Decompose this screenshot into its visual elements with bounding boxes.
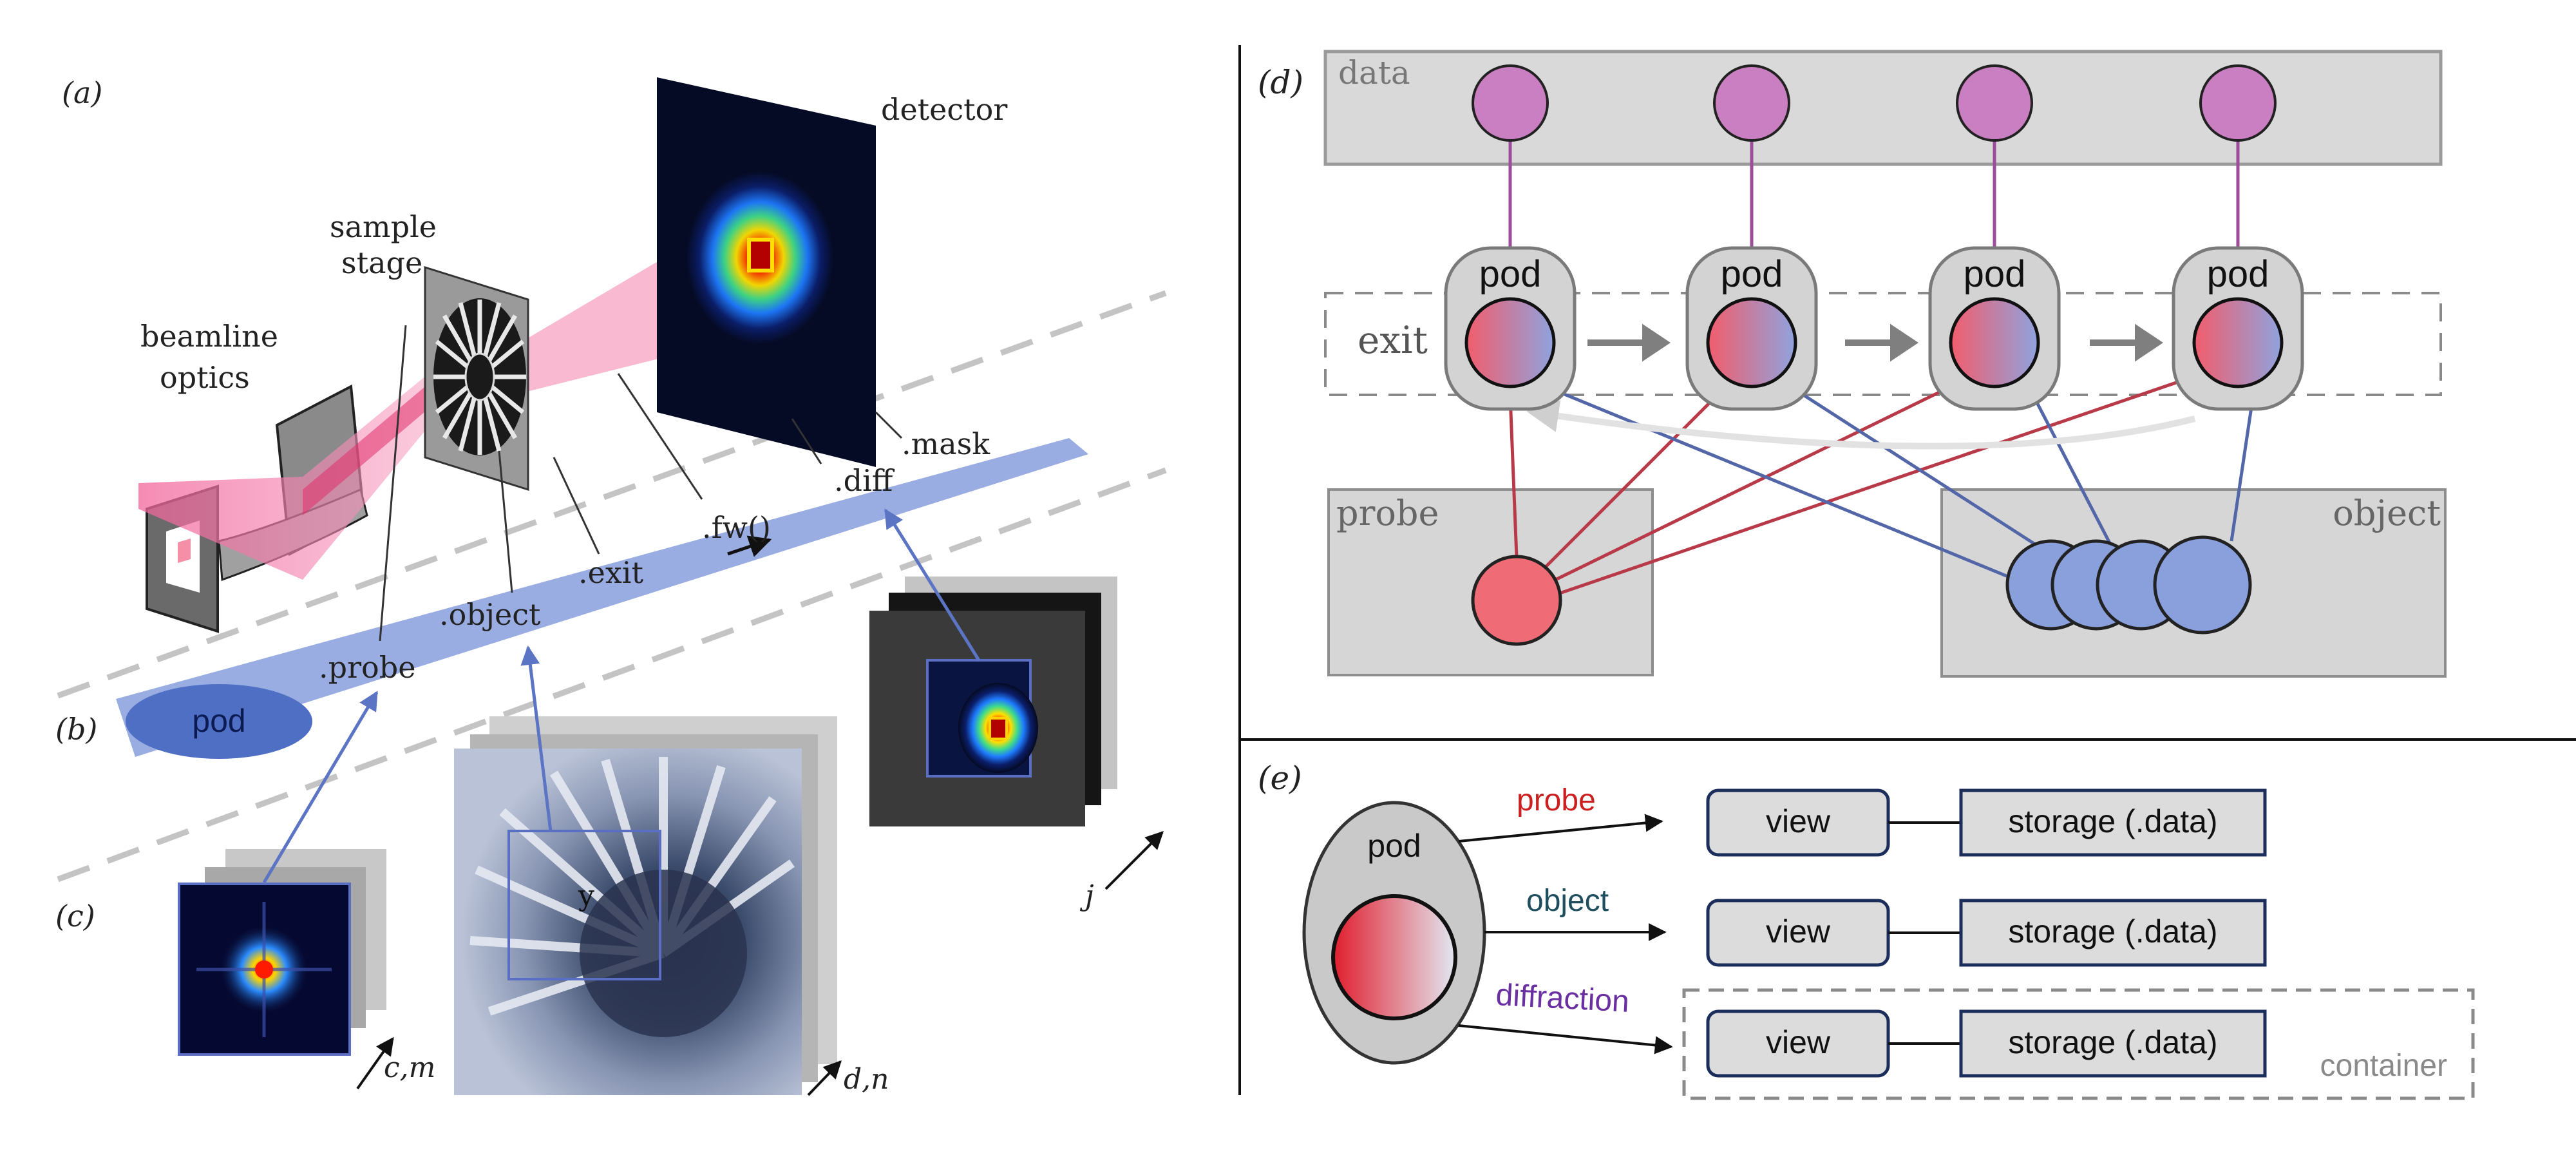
svg-text:pod: pod [1721, 253, 1783, 295]
pod-band [116, 438, 1088, 757]
data-node-2 [1713, 64, 1790, 142]
row-diffraction: view storage (.data) [1706, 1009, 2267, 1078]
diff-stack-label: j [1079, 879, 1094, 912]
panel-b-label: (b) [55, 712, 97, 747]
pod-e-label: pod [1367, 828, 1421, 864]
probe-stack-label: c,m [384, 1051, 435, 1084]
probe-stack [178, 849, 386, 1056]
svg-text:view: view [1766, 913, 1831, 950]
container-label: container [2320, 1049, 2447, 1083]
row-object: view storage (.data) [1706, 899, 2267, 967]
arrow-label-probe: probe [1517, 783, 1596, 817]
panel-d: (d) data exit probe object [1258, 50, 2447, 678]
pod-label-b: pod [192, 703, 245, 739]
attr-exit: .exit [578, 555, 643, 590]
diffraction-stack [869, 577, 1117, 826]
panel-c-label: (c) [55, 899, 95, 933]
attr-object: .object [439, 597, 541, 632]
svg-text:pod: pod [1964, 253, 2026, 295]
sample-label-2: stage [341, 245, 422, 280]
panel-abc: (a) (b) (c) beamline optics [55, 75, 1167, 1096]
pod-d-1: pod [1444, 246, 1577, 411]
svg-text:pod: pod [2207, 253, 2269, 295]
beam-incoming [138, 361, 451, 580]
pod-e-circle [1331, 894, 1457, 1020]
separator-b-c [57, 467, 1167, 883]
object-stack [454, 716, 837, 1095]
panel-e: (e) pod probe object diffraction contain… [1258, 759, 2475, 1100]
pod-d-4: pod [2172, 246, 2304, 411]
panel-d-label: (d) [1258, 64, 1303, 101]
data-node-1 [1472, 64, 1549, 142]
svg-text:storage (.data): storage (.data) [2008, 1024, 2217, 1060]
probe-box-label: probe [1336, 493, 1439, 533]
attr-fw: .fw() [702, 510, 771, 545]
beam-core [303, 370, 451, 515]
object-y-label: y [578, 879, 594, 912]
svg-text:pod: pod [1479, 253, 1542, 295]
detector-label: detector [881, 92, 1007, 127]
pod-d-2: pod [1685, 246, 1818, 411]
attr-mask: .mask [902, 426, 990, 461]
attr-probe: .probe [319, 650, 415, 685]
exit-box [1324, 292, 2442, 396]
svg-text:storage (.data): storage (.data) [2008, 803, 2217, 839]
beamline-label-1: beamline [140, 319, 278, 354]
svg-text:view: view [1766, 1024, 1831, 1060]
svg-text:view: view [1766, 803, 1831, 839]
probe-node [1471, 555, 1562, 646]
pod-d-3: pod [1928, 246, 2061, 411]
object-box-label: object [2333, 493, 2441, 533]
panel-e-label: (e) [1258, 759, 1302, 797]
data-box-label: data [1338, 54, 1410, 91]
sample-label-1: sample [330, 209, 437, 244]
beamline-label-2: optics [160, 360, 250, 395]
exit-box-label: exit [1358, 318, 1428, 362]
container-box [1682, 988, 2475, 1100]
object-stack-label: d,n [844, 1063, 889, 1096]
object-node-4 [2153, 535, 2252, 635]
row-probe: view storage (.data) [1706, 788, 2267, 857]
detector [657, 77, 876, 467]
arrow-label-object: object [1526, 884, 1609, 918]
svg-text:storage (.data): storage (.data) [2008, 913, 2217, 950]
pod-ellipse [126, 684, 312, 759]
sample-stage [424, 265, 529, 492]
panel-a-label: (a) [62, 75, 102, 110]
separator-a-b [57, 290, 1167, 699]
data-node-4 [2199, 64, 2277, 142]
attr-diff: .diff [834, 463, 895, 498]
data-node-3 [1956, 64, 2033, 142]
arrow-label-diffraction: diffraction [1495, 978, 1630, 1019]
